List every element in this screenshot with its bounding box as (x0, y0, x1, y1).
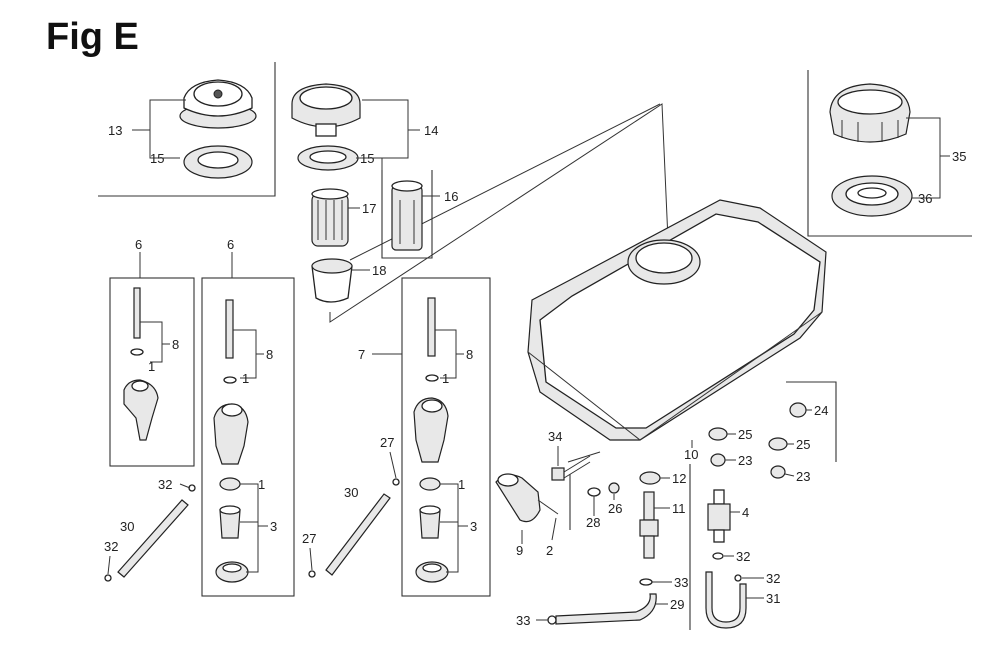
group-box-7 (401, 277, 491, 597)
clip-27-top (392, 478, 400, 486)
screw-28 (587, 487, 601, 512)
callout-27-bottom: 27 (302, 531, 316, 546)
callout-28: 28 (586, 515, 600, 530)
group-box-24 (786, 381, 837, 462)
callout-13: 13 (108, 123, 122, 138)
callout-6-center: 6 (227, 237, 234, 252)
group-box-16 (381, 170, 433, 259)
fuel-tube-30-center (325, 493, 391, 576)
callout-30-center: 30 (344, 485, 358, 500)
clip-32-filter (712, 552, 724, 560)
fuel-valve-right (413, 297, 449, 583)
callout-1-right: 1 (442, 371, 449, 386)
fuel-cap-14 (291, 83, 361, 137)
callout-23-right: 23 (796, 469, 810, 484)
callout-9: 9 (516, 543, 523, 558)
callout-36: 36 (918, 191, 932, 206)
nut-23-left (710, 453, 726, 467)
callout-33-left: 33 (516, 613, 530, 628)
callout-8-left: 8 (172, 337, 179, 352)
callout-29: 29 (670, 597, 684, 612)
nut-23-right (770, 465, 786, 479)
strainer-16 (391, 180, 423, 251)
washer-25-right (768, 437, 788, 451)
gasket-36 (831, 175, 913, 217)
group-box-35 (807, 70, 972, 237)
callout-11: 11 (672, 501, 686, 516)
clip-27-bottom (308, 570, 316, 578)
callout-31: 31 (766, 591, 780, 606)
callout-14: 14 (424, 123, 438, 138)
fuel-cap-13 (179, 79, 257, 129)
callout-1-left: 1 (148, 359, 155, 374)
fuel-joint-11 (639, 491, 659, 559)
callout-10: 10 (684, 447, 698, 462)
group-box-6-center (201, 277, 295, 597)
callout-32-left: 32 (158, 477, 172, 492)
callout-15-left: 15 (150, 151, 164, 166)
guide-line (567, 451, 601, 463)
callout-32-bottom: 32 (104, 539, 118, 554)
callout-1-center-lower: 1 (258, 477, 265, 492)
callout-15-center: 15 (360, 151, 374, 166)
callout-16: 16 (444, 189, 458, 204)
callout-6-left: 6 (135, 237, 142, 252)
valve-lever-9 (495, 473, 559, 523)
callout-30-left: 30 (120, 519, 134, 534)
clip-32-bottom (104, 574, 112, 582)
group-box-13 (98, 62, 276, 197)
callout-labels: 13 15 14 15 17 16 18 35 36 6 8 1 6 8 1 1… (104, 123, 966, 628)
callout-35: 35 (952, 149, 966, 164)
washer-26 (608, 482, 620, 494)
callout-27-top: 27 (380, 435, 394, 450)
strainer-17 (311, 188, 349, 247)
fuel-cap-35 (829, 83, 911, 143)
callout-18: 18 (372, 263, 386, 278)
washer-25-left (708, 427, 728, 441)
callout-32-tube: 32 (766, 571, 780, 586)
washer-12 (639, 471, 661, 485)
figure-title: Fig E (46, 16, 139, 58)
fuel-tank-10 (527, 199, 827, 441)
callout-1-right-lower: 1 (458, 477, 465, 492)
group-box-6-left (109, 277, 195, 467)
callout-23-left: 23 (738, 453, 752, 468)
callout-4: 4 (742, 505, 749, 520)
clamp-33 (639, 578, 653, 586)
gasket-15-center (297, 145, 359, 171)
callout-12: 12 (672, 471, 686, 486)
callout-33-right: 33 (674, 575, 688, 590)
callout-2: 2 (546, 543, 553, 558)
callout-3-center: 3 (270, 519, 277, 534)
fuel-valve-center (213, 299, 249, 583)
fuel-hose-29 (555, 593, 657, 625)
clip-32-tube (734, 574, 742, 582)
clamp-33-hose (547, 615, 557, 625)
fuel-valve-left (123, 287, 159, 441)
callout-8-center: 8 (266, 347, 273, 362)
nut-24 (789, 402, 807, 418)
callout-26: 26 (608, 501, 622, 516)
fuel-tube-30-left (117, 499, 189, 578)
leader-tank-filter (329, 103, 669, 323)
leader-lines (107, 99, 950, 621)
gasket-15-left (183, 145, 253, 179)
callout-25-right: 25 (796, 437, 810, 452)
callout-7: 7 (358, 347, 365, 362)
bolt-34 (551, 455, 591, 481)
filter-holder-18 (311, 258, 353, 303)
callout-24: 24 (814, 403, 828, 418)
callout-17: 17 (362, 201, 376, 216)
callout-8-right: 8 (466, 347, 473, 362)
callout-1-center: 1 (242, 371, 249, 386)
fuel-filter-4 (707, 489, 731, 543)
callout-25-left: 25 (738, 427, 752, 442)
callout-34: 34 (548, 429, 562, 444)
fuel-tube-31 (705, 571, 747, 629)
callout-32-filter: 32 (736, 549, 750, 564)
callout-3-right: 3 (470, 519, 477, 534)
